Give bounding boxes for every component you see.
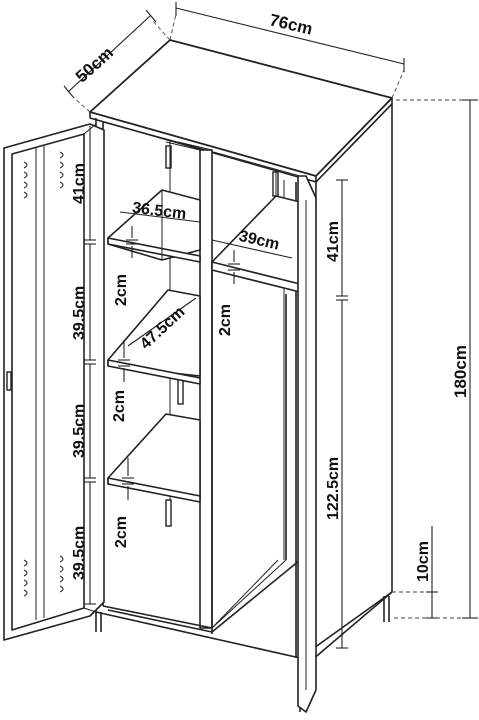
- right-side-dimension-lines: [336, 179, 348, 649]
- shelf-thickness-markers: [118, 226, 240, 500]
- height-dimension-line: [394, 99, 478, 619]
- depth-dimension-line: [63, 9, 171, 113]
- right-side-panel: [311, 103, 393, 661]
- right-hanging-height-label: 122.5cm: [325, 457, 342, 520]
- left-shelf-width-label: 36.5cm: [131, 200, 187, 223]
- center-divider: [199, 149, 213, 629]
- right-shelf-thickness-label: 2cm: [217, 304, 234, 336]
- left-column-dimension-lines: [84, 126, 96, 605]
- width-label: 76cm: [268, 10, 315, 38]
- left-top-height-label: 41cm: [71, 163, 88, 204]
- left-spacing-3-label: 39.5cm: [71, 526, 88, 580]
- depth-label: 50cm: [72, 43, 117, 86]
- left-shelf-1: [107, 189, 201, 263]
- right-door: [297, 175, 317, 713]
- left-shelf-3: [107, 413, 201, 503]
- height-label: 180cm: [451, 345, 470, 398]
- shelf-thickness-1-label: 2cm: [113, 274, 130, 306]
- cabinet-floor: [102, 559, 301, 634]
- leg-height-dimension-line: [392, 526, 438, 619]
- shelf-thickness-2-label: 2cm: [111, 390, 128, 422]
- shelf-thickness-3-label: 2cm: [113, 516, 130, 548]
- shelf-span-dimension-lines: [119, 211, 293, 347]
- width-dimension-line: [169, 2, 405, 99]
- left-spacing-1-label: 39.5cm: [71, 286, 88, 340]
- left-spacing-2-label: 39.5cm: [71, 404, 88, 458]
- leg-height-label: 10cm: [415, 541, 432, 582]
- left-door: [3, 123, 105, 641]
- right-top-height-label: 41cm: [325, 221, 342, 262]
